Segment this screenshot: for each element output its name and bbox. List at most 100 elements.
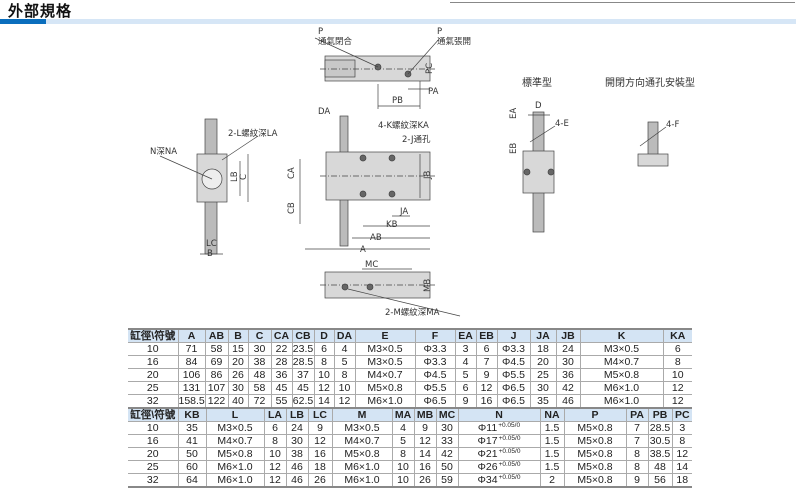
table-cell: 6 [475, 342, 498, 356]
table-cell: 4 [391, 421, 415, 435]
table-cell: 10 [313, 368, 335, 382]
table-cell: 62.5 [291, 394, 315, 409]
table-cell: M3×0.5 [331, 421, 393, 435]
table-cell: 12 [413, 434, 437, 448]
table-cell: 3 [454, 342, 477, 356]
column-header: M [331, 407, 393, 422]
table-cell: 35 [529, 394, 557, 409]
table-cell: 106 [177, 368, 206, 382]
table-cell: Φ6.5 [496, 394, 531, 409]
table-cell: M3×0.5 [354, 355, 416, 369]
label-p-open: P [437, 27, 442, 37]
table-cell: 10 [662, 368, 692, 382]
table-cell: 59 [435, 473, 459, 488]
table-cell: 36 [270, 368, 293, 382]
table-cell: 86 [204, 368, 229, 382]
column-header: JB [555, 328, 581, 343]
table-cell: 25 [128, 460, 179, 474]
table-cell: 30 [227, 381, 249, 395]
table-cell: M5×0.8 [563, 447, 627, 461]
label-pc: PC [425, 63, 435, 74]
label-da: DA [318, 107, 330, 117]
label-lc: LC [206, 239, 217, 249]
table-cell: Φ3.3 [414, 342, 456, 356]
column-header: A [177, 328, 206, 343]
section-title: 外部規格 [8, 2, 73, 20]
table-cell: M4×0.7 [205, 434, 265, 448]
table-cell: 8 [671, 434, 692, 448]
standard-type-title: 標準型 [522, 76, 552, 89]
table-cell: 55 [270, 394, 293, 409]
table-cell: 12 [662, 381, 692, 395]
label-f: 4-F [666, 120, 679, 130]
table-cell: 20 [128, 447, 179, 461]
table-cell: Φ11+0.05/0 [457, 421, 541, 435]
table-cell: M3×0.5 [205, 421, 265, 435]
table-cell: 8 [662, 355, 692, 369]
table-cell: M5×0.8 [205, 447, 265, 461]
column-header: LA [263, 407, 287, 422]
label-lb: LB [230, 171, 240, 182]
table-cell: 16 [128, 434, 179, 448]
table-cell: 60 [177, 460, 207, 474]
table-cell: 37 [291, 368, 315, 382]
table-cell: 12 [313, 381, 335, 395]
table-cell: 30 [285, 434, 309, 448]
table-cell: 6 [662, 342, 692, 356]
column-header: N [457, 407, 541, 422]
table-cell: M5×0.8 [563, 473, 627, 488]
table-cell: M6×1.0 [205, 473, 265, 488]
column-header: 缸徑\符號 [128, 407, 179, 422]
table-cell: 12 [671, 447, 692, 461]
table-cell: 10 [391, 460, 415, 474]
column-header: EB [475, 328, 498, 343]
column-header: E [354, 328, 416, 343]
label-k: 4-K螺紋深KA [378, 120, 429, 131]
table-cell: 1.5 [539, 421, 565, 435]
table-cell: 38 [247, 355, 272, 369]
label-a: A [360, 245, 366, 255]
table-cell: 107 [204, 381, 229, 395]
label-p-open-desc: 通氣張開 [437, 36, 471, 47]
table-cell: 58 [247, 381, 272, 395]
table-cell: M4×0.7 [331, 434, 393, 448]
label-p-close-desc: 通氣閉合 [318, 36, 353, 47]
table-cell: 14 [313, 394, 335, 409]
table-cell: 28.5 [291, 355, 315, 369]
table-cell: 25 [529, 368, 557, 382]
table-cell: Φ6.5 [414, 394, 456, 409]
column-header: PA [625, 407, 649, 422]
table-cell: 8 [625, 460, 649, 474]
table-cell: 16 [413, 460, 437, 474]
table-cell: 14 [671, 460, 692, 474]
table-cell: M5×0.8 [563, 460, 627, 474]
table-cell: 4 [333, 342, 356, 356]
column-header: K [579, 328, 664, 343]
table-cell: M6×1.0 [205, 460, 265, 474]
table-cell: 12 [475, 381, 498, 395]
table-cell: 30 [529, 381, 557, 395]
table-cell: 8 [333, 368, 356, 382]
table-cell: 15 [227, 342, 249, 356]
table-cell: 48 [247, 368, 272, 382]
table-cell: 122 [204, 394, 229, 409]
table-cell: Φ5.5 [414, 381, 456, 395]
table-cell: 46 [555, 394, 581, 409]
table-cell: 36 [555, 368, 581, 382]
table-cell: Φ6.5 [496, 381, 531, 395]
table-cell: M6×1.0 [579, 394, 664, 409]
title-underline [0, 19, 796, 24]
table-cell: Φ4.5 [496, 355, 531, 369]
table-cell: 7 [475, 355, 498, 369]
column-header: CA [270, 328, 293, 343]
table-cell: 8 [625, 447, 649, 461]
table-cell: Φ17+0.05/0 [457, 434, 541, 448]
table-cell: M3×0.5 [579, 342, 664, 356]
table-cell: Φ5.5 [496, 368, 531, 382]
table-cell: 28.5 [647, 421, 673, 435]
